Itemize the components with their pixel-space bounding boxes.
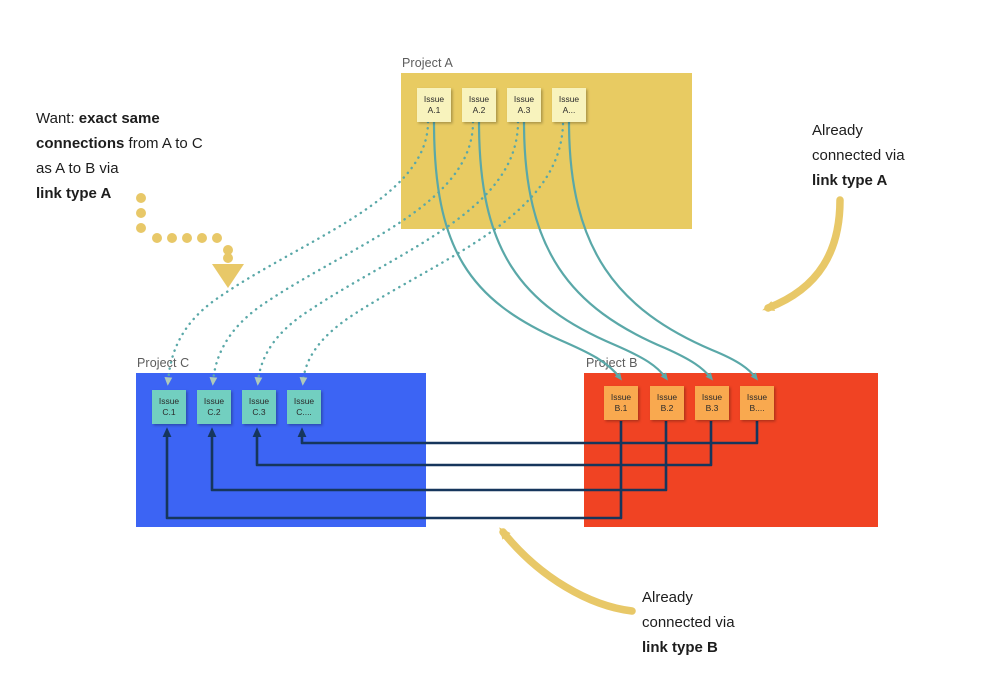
already-connected-b-note: Already connected via link type B <box>642 585 822 660</box>
want-note-line-2: connections from A to C <box>36 131 266 156</box>
already-b-line-3: link type B <box>642 635 822 660</box>
want-note-dotted-arrow <box>136 193 244 288</box>
issue-card-c1-line2: C.1 <box>162 407 176 417</box>
issue-card-a2-line2: A.2 <box>472 105 486 115</box>
already-a-seg-3: link type A <box>812 172 888 189</box>
issue-card-a2-line1: Issue <box>468 94 490 104</box>
issue-card-c1[interactable]: Issue C.1 <box>152 390 186 424</box>
already-a-arrow <box>762 196 844 312</box>
want-note-seg-2: exact same <box>78 110 160 127</box>
issue-card-b1[interactable]: Issue B.1 <box>604 386 638 420</box>
want-note: Want: exact same connections from A to C… <box>36 106 266 206</box>
issue-card-c3[interactable]: Issue C.3 <box>242 390 276 424</box>
want-note-seg-5: as A to B via <box>36 160 119 177</box>
want-note-line-1: Want: exact same <box>36 106 266 131</box>
issue-card-c4-line1: Issue <box>293 396 315 406</box>
project-a-label: Project A <box>402 56 453 70</box>
issue-card-a3[interactable]: Issue A.3 <box>507 88 541 122</box>
issue-card-b4-line1: Issue <box>746 392 768 402</box>
issue-card-c2-line2: C.2 <box>207 407 221 417</box>
issue-card-b4[interactable]: Issue B.... <box>740 386 774 420</box>
issue-card-b4-line2: B.... <box>749 403 765 413</box>
issue-card-b3-line2: B.3 <box>705 403 719 413</box>
want-note-seg-4: from A to C <box>124 135 203 152</box>
issue-card-a4[interactable]: Issue A... <box>552 88 586 122</box>
issue-card-b1-line2: B.1 <box>614 403 628 413</box>
want-note-line-4: link type A <box>36 181 266 206</box>
already-connected-a-note: Already connected via link type A <box>812 118 987 193</box>
already-b-seg-2: connected via <box>642 614 735 631</box>
issue-card-a1-line1: Issue <box>423 94 445 104</box>
already-b-line-1: Already <box>642 585 822 610</box>
issue-card-a1-line2: A.1 <box>427 105 441 115</box>
issue-card-b2-line1: Issue <box>656 392 678 402</box>
issue-card-c3-line1: Issue <box>248 396 270 406</box>
issue-card-c4[interactable]: Issue C.... <box>287 390 321 424</box>
issue-card-c4-line2: C.... <box>296 407 312 417</box>
issue-card-c3-line2: C.3 <box>252 407 266 417</box>
issue-card-c2-line1: Issue <box>203 396 225 406</box>
already-b-arrow <box>499 527 636 615</box>
already-a-line-3: link type A <box>812 168 987 193</box>
project-c-label: Project C <box>137 356 190 370</box>
already-a-line-1: Already <box>812 118 987 143</box>
want-note-line-3: as A to B via <box>36 156 266 181</box>
issue-card-c1-line1: Issue <box>158 396 180 406</box>
issue-card-a4-line2: A... <box>562 105 576 115</box>
already-a-seg-1: Already <box>812 122 863 139</box>
want-note-seg-1: Want: <box>36 110 79 127</box>
already-b-seg-3: link type B <box>642 639 718 656</box>
want-note-arrowhead <box>212 264 244 288</box>
issue-card-a3-line2: A.3 <box>517 105 531 115</box>
want-note-seg-3: connections <box>36 135 125 152</box>
already-a-line-2: connected via <box>812 143 987 168</box>
issue-card-b3-line1: Issue <box>701 392 723 402</box>
project-b-label: Project B <box>586 356 638 370</box>
issue-card-c2[interactable]: Issue C.2 <box>197 390 231 424</box>
issue-card-a1[interactable]: Issue A.1 <box>417 88 451 122</box>
want-note-seg-6: link type A <box>36 185 112 202</box>
already-a-seg-2: connected via <box>812 147 905 164</box>
issue-card-b2-line2: B.2 <box>660 403 674 413</box>
issue-card-a3-line1: Issue <box>513 94 535 104</box>
issue-card-b3[interactable]: Issue B.3 <box>695 386 729 420</box>
issue-card-a4-line1: Issue <box>558 94 580 104</box>
already-b-line-2: connected via <box>642 610 822 635</box>
already-b-seg-1: Already <box>642 589 693 606</box>
issue-card-a2[interactable]: Issue A.2 <box>462 88 496 122</box>
issue-card-b2[interactable]: Issue B.2 <box>650 386 684 420</box>
issue-card-b1-line1: Issue <box>610 392 632 402</box>
